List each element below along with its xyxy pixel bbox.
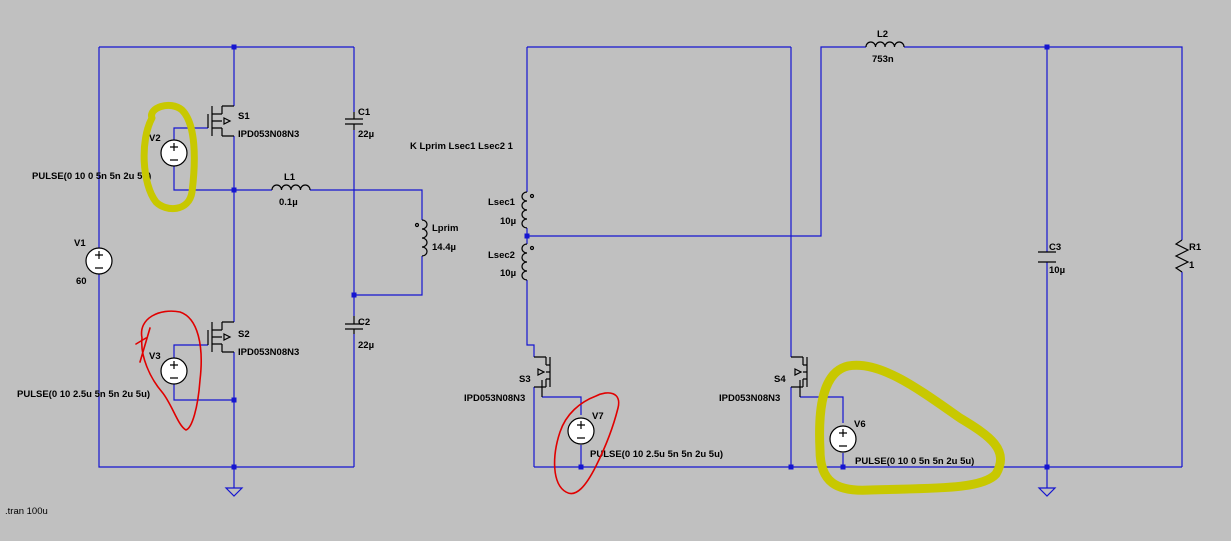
c3-name: C3: [1049, 242, 1061, 253]
s4-name: S4: [774, 374, 786, 385]
l1-value: 0.1µ: [279, 197, 298, 208]
c2-value: 22µ: [358, 340, 374, 351]
s3-model: IPD053N08N3: [464, 393, 525, 404]
yellow-highlight-v2: [140, 102, 198, 213]
voltage-source-v2: [160, 139, 188, 167]
capacitor-c1: [345, 112, 363, 130]
v6-name: V6: [854, 419, 866, 430]
secondary-wires: [526, 46, 1183, 488]
primary-wires: [98, 46, 423, 488]
mosfet-s3: [534, 356, 551, 397]
c2-name: C2: [358, 317, 370, 328]
lsec1-name: Lsec1: [488, 197, 516, 208]
v2-name: V2: [149, 133, 161, 144]
v3-pulse: PULSE(0 10 2.5u 5n 5n 2u 5u): [17, 389, 150, 400]
inductor-lprim: [414, 219, 428, 257]
capacitor-c3: [1038, 251, 1056, 263]
lsec1-value: 10µ: [500, 216, 516, 227]
voltage-source-v1: [85, 247, 113, 275]
voltage-source-v3: [160, 357, 188, 385]
tran-directive: .tran 100u: [5, 506, 48, 517]
v1-value: 60: [76, 276, 87, 287]
s2-name: S2: [238, 329, 250, 340]
s1-name: S1: [238, 111, 250, 122]
s2-model: IPD053N08N3: [238, 347, 299, 358]
lprim-name: Lprim: [432, 223, 458, 234]
l2-name: L2: [877, 29, 888, 40]
capacitor-c2: [345, 316, 363, 334]
v7-pulse: PULSE(0 10 2.5u 5n 5n 2u 5u): [590, 449, 723, 460]
resistor-r1: [1174, 239, 1190, 273]
inductor-lsec1: [521, 191, 535, 229]
s3-name: S3: [519, 374, 531, 385]
red-highlight-v3: [135, 310, 202, 431]
v6-pulse: PULSE(0 10 0 5n 5n 2u 5u): [855, 456, 974, 467]
c1-value: 22µ: [358, 129, 374, 140]
mosfet-s1: [207, 105, 234, 137]
ground-symbol: [1037, 487, 1057, 497]
v3-name: V3: [149, 351, 161, 362]
v7-name: V7: [592, 411, 604, 422]
red-highlight-v7: [553, 392, 620, 495]
inductor-l2: [865, 41, 905, 48]
mosfet-s2: [207, 321, 234, 353]
c3-value: 10µ: [1049, 265, 1065, 276]
lsec2-name: Lsec2: [488, 250, 515, 261]
inductor-lsec2: [521, 243, 535, 281]
secondary-junctions: [524, 44, 1050, 470]
ground-symbol: [224, 487, 244, 497]
mosfet-s4: [791, 356, 808, 397]
lsec2-value: 10µ: [500, 268, 516, 279]
lprim-value: 14.4µ: [432, 242, 456, 253]
yellow-highlight-v6: [815, 360, 1005, 495]
inductor-l1: [271, 184, 311, 191]
v1-name: V1: [74, 238, 86, 249]
voltage-source-v7: [567, 417, 595, 445]
s4-model: IPD053N08N3: [719, 393, 780, 404]
v2-pulse: PULSE(0 10 0 5n 5n 2u 5u): [32, 171, 151, 182]
coupling-directive: K Lprim Lsec1 Lsec2 1: [410, 141, 514, 152]
voltage-source-v6: [829, 425, 857, 453]
s1-model: IPD053N08N3: [238, 129, 299, 140]
c1-name: C1: [358, 107, 371, 118]
r1-name: R1: [1189, 242, 1202, 253]
l2-value: 753n: [872, 54, 894, 65]
r1-value: 1: [1189, 260, 1195, 271]
l1-name: L1: [284, 172, 296, 183]
primary-junctions: [231, 44, 357, 470]
